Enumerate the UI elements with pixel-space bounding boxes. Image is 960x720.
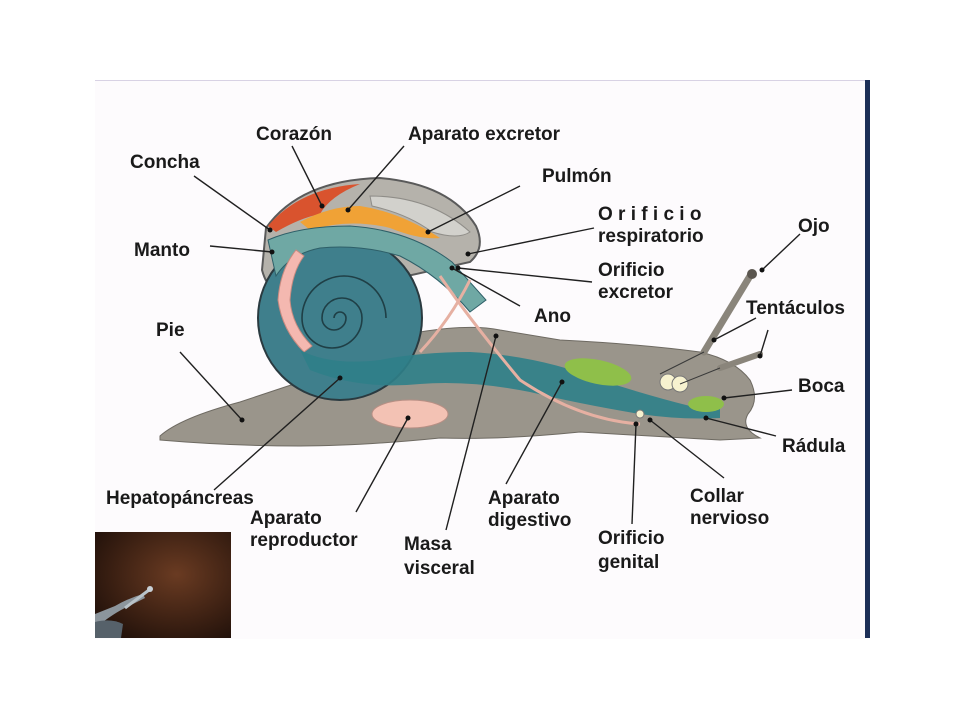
label-orificio-respiratorio-line2: respiratorio [598,226,704,247]
label-aparato-digestivo-line1: Aparato [488,488,560,509]
label-aparato-digestivo-line2: digestivo [488,510,571,531]
label-orificio-respiratorio-line1: O r i f i c i o [598,204,701,225]
label-ojo: Ojo [798,216,830,237]
reproductive-organ [371,399,449,429]
lower-tentacle [717,351,763,371]
spiral-coil [301,275,387,349]
upper-tentacle [700,272,754,356]
label-orificio-excretor-line1: Orificio [598,260,665,281]
heart-organ [268,184,360,232]
label-ano: Ano [534,306,571,327]
label-boca: Boca [798,376,845,397]
label-pulmon: Pulmón [542,166,612,187]
label-hepatopancreas: Hepatopáncreas [106,488,254,509]
snail-photo-thumbnail [95,532,231,638]
label-collar-nervioso-line2: nervioso [690,508,769,529]
label-collar-nervioso-line1: Collar [690,486,744,507]
label-orificio-excretor-line2: excretor [598,282,674,303]
label-masa-visceral-line1: Masa [404,534,452,555]
label-aparato-reproductor-line2: reproductor [250,530,358,551]
label-masa-visceral-line2: visceral [404,558,475,579]
label-concha: Concha [130,152,200,173]
label-orificio-genital-line2: genital [598,552,659,573]
buccal-mass [688,396,724,412]
nerve-line [659,351,721,385]
eye [747,269,757,279]
label-aparato-excretor: Aparato excretor [408,124,561,145]
digestive-tract [300,350,720,419]
label-tentaculos: Tentáculos [746,298,845,319]
slide-right-border [865,80,870,638]
label-manto: Manto [134,240,190,261]
intestine-to-anus [418,279,472,354]
label-radula: Rádula [782,436,846,457]
hepatopancreas-organ [277,249,313,353]
label-orificio-genital-line1: Orificio [598,528,665,549]
label-aparato-reproductor-line1: Aparato [250,508,322,529]
lung-organ [369,195,471,237]
leader-lines [179,145,801,531]
salivary-gland [564,358,632,386]
genital-pore [635,409,645,419]
reproductive-duct [438,275,641,426]
excretory-organ [300,206,440,239]
label-pie: Pie [156,320,185,341]
label-corazon: Corazón [256,124,332,145]
